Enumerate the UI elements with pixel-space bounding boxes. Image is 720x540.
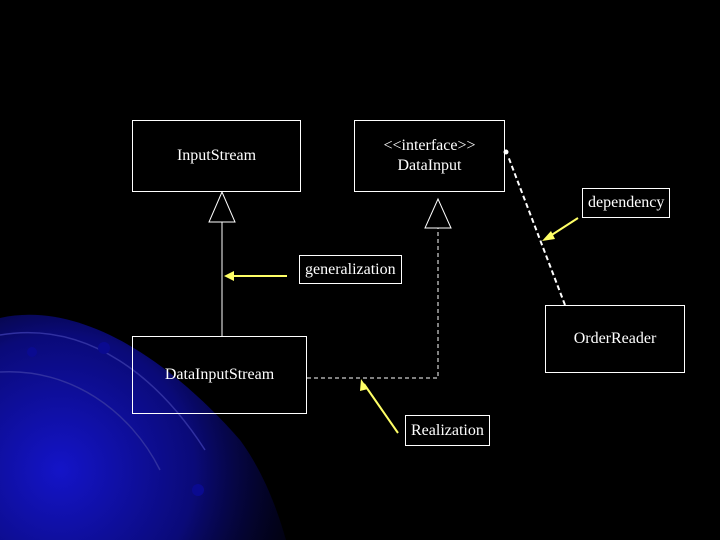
- dependency-label: dependency: [582, 188, 670, 218]
- class-name: InputStream: [177, 146, 256, 166]
- dependency-callout-arrowhead: [542, 231, 555, 241]
- note-text: generalization: [305, 260, 396, 280]
- interface-data-input[interactable]: <<interface>> DataInput: [354, 120, 505, 192]
- realization-arrowhead: [425, 199, 451, 228]
- realization-callout-arrow: [364, 384, 398, 433]
- class-data-input-stream[interactable]: DataInputStream: [132, 336, 307, 414]
- interface-stereotype: <<interface>>: [383, 136, 475, 156]
- generalization-label: generalization: [299, 255, 402, 284]
- realization-label: Realization: [405, 415, 490, 446]
- generalization-arrowhead: [209, 192, 235, 222]
- class-name: DataInputStream: [165, 365, 274, 385]
- realization-line: [307, 228, 438, 378]
- note-text: dependency: [588, 193, 664, 213]
- class-input-stream[interactable]: InputStream: [132, 120, 301, 192]
- class-name: OrderReader: [574, 329, 657, 349]
- realization-callout-arrowhead: [360, 379, 368, 391]
- class-order-reader[interactable]: OrderReader: [545, 305, 685, 373]
- dependency-line: [508, 156, 565, 305]
- generalization-callout-arrowhead: [224, 271, 234, 281]
- class-name: DataInput: [398, 156, 462, 176]
- note-text: Realization: [411, 421, 484, 441]
